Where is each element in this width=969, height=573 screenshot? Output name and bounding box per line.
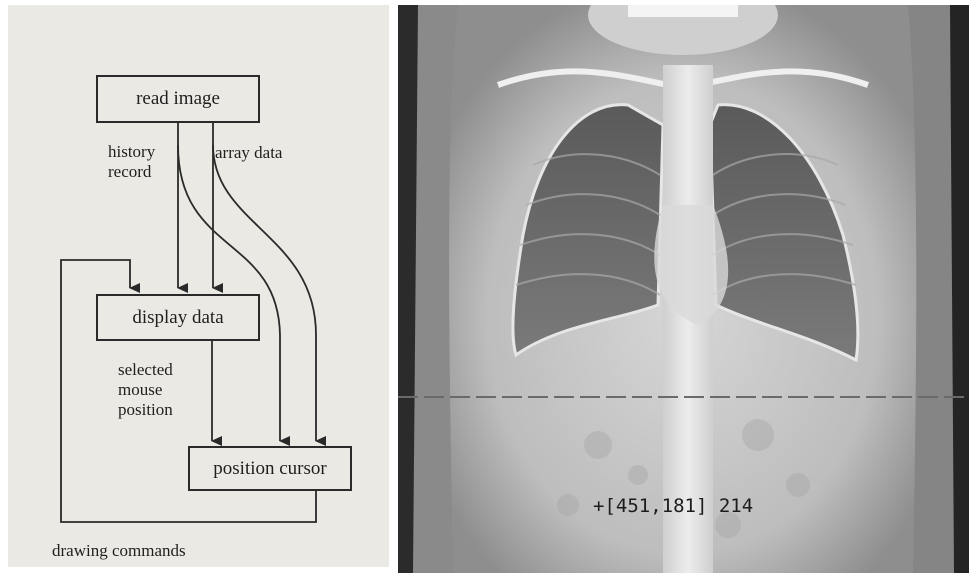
xray-picture <box>398 5 969 573</box>
edge-read-to-cursor-1 <box>178 145 280 441</box>
node-display-data: display data <box>96 294 260 341</box>
edge-read-to-cursor-2 <box>213 145 316 441</box>
label-array-data: array data <box>215 143 282 163</box>
label-selected-mouse-position: selected mouse position <box>118 360 173 420</box>
chest-xray-image: +[451,181] 214 <box>398 5 969 573</box>
top-label-strip <box>628 5 738 17</box>
flow-diagram-panel: read image display data position cursor … <box>8 5 389 567</box>
node-position-cursor: position cursor <box>188 446 352 491</box>
label-drawing-commands: drawing commands <box>52 541 186 561</box>
node-position-cursor-label: position cursor <box>213 458 326 480</box>
cursor-position-readout: +[451,181] 214 <box>593 495 753 517</box>
node-read-image: read image <box>96 75 260 123</box>
label-history-record: history record <box>108 142 155 182</box>
node-read-image-label: read image <box>136 88 220 110</box>
node-display-data-label: display data <box>132 307 223 329</box>
